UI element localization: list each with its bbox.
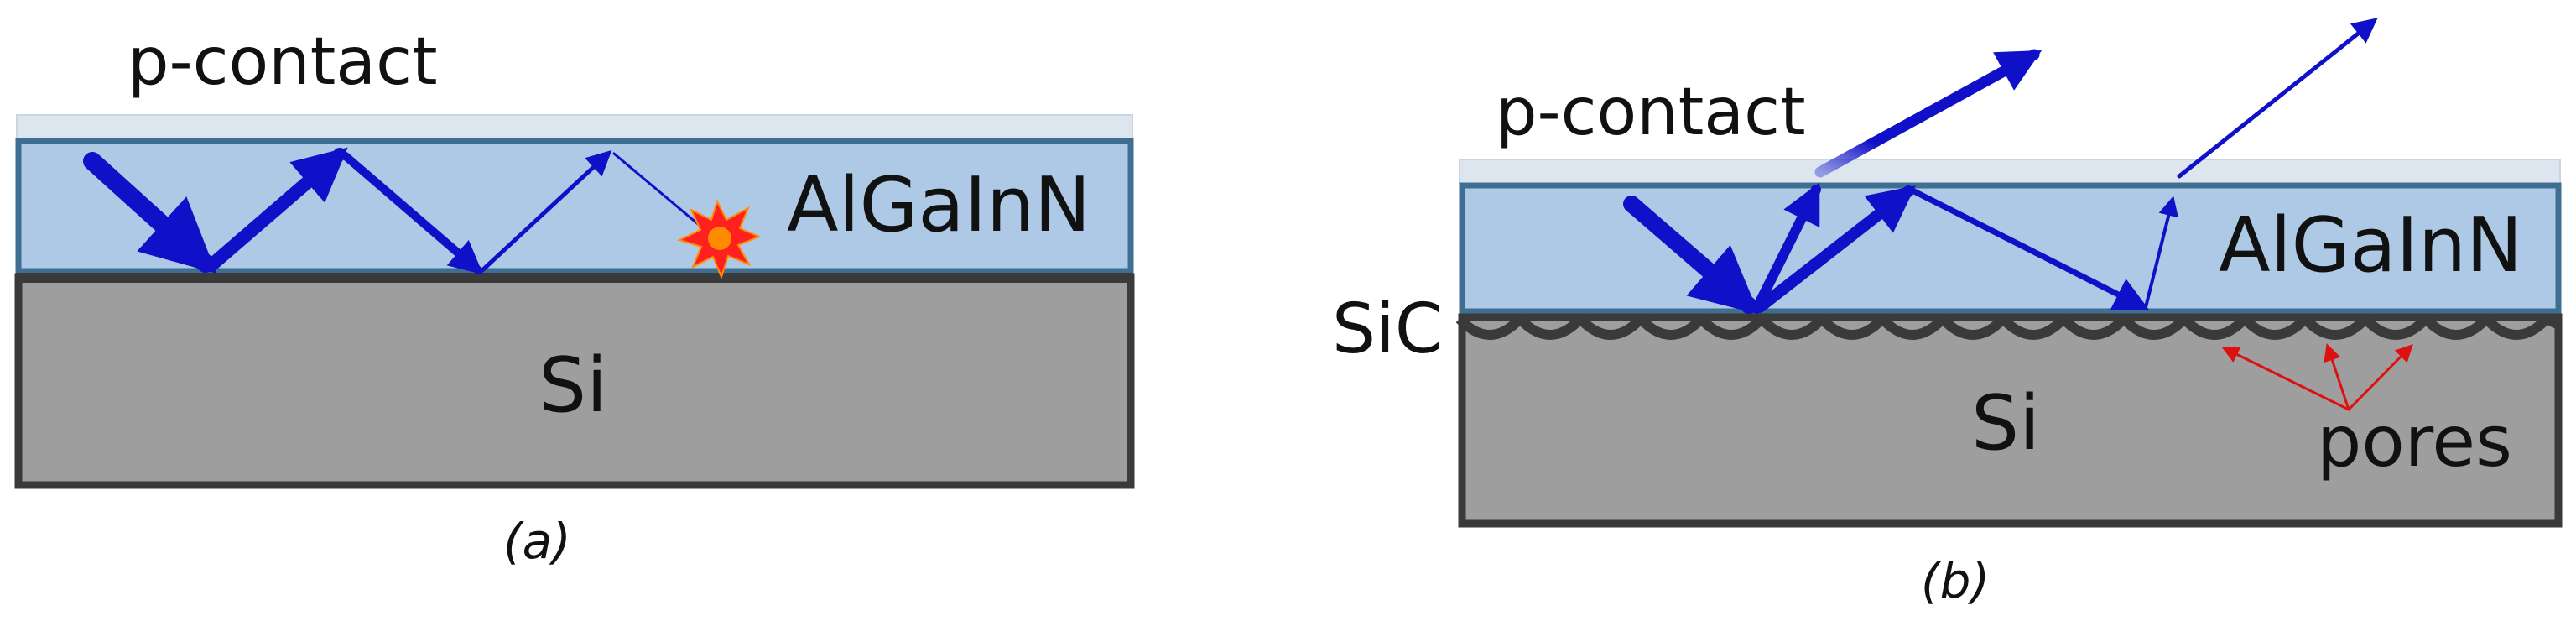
ray-segment xyxy=(205,147,348,272)
pores-arrow xyxy=(2221,347,2350,411)
pores-arrows xyxy=(2221,343,2413,411)
si-substrate xyxy=(1458,313,2563,528)
p-contact-layer xyxy=(1459,159,2561,185)
ray-segment xyxy=(480,149,612,273)
si-substrate xyxy=(14,273,1135,489)
caption-b: (b) xyxy=(1921,552,1990,609)
ray-segment xyxy=(2144,196,2178,309)
ray-segment xyxy=(1623,196,1760,315)
absorption-burst-icon xyxy=(677,199,762,279)
p-contact-label: p-contact xyxy=(127,24,438,100)
ray-segment xyxy=(1911,188,2150,310)
algainn-layer xyxy=(1459,182,2562,315)
pores-arrow xyxy=(2324,343,2350,411)
sic-label: SiC xyxy=(1332,290,1443,369)
pores-label: pores xyxy=(2317,400,2512,483)
ray-path xyxy=(83,147,716,275)
extracted-ray-segment xyxy=(1814,49,2043,178)
si-label: Si xyxy=(1971,379,2040,467)
porous-sic-interface xyxy=(1455,314,2563,340)
p-contact-layer xyxy=(16,114,1133,141)
p-contact-label: p-contact xyxy=(1496,75,1806,150)
panel-b: p-contact AlGaInN SiC Si pores (b) xyxy=(1332,18,2563,609)
ray-path xyxy=(1623,182,2178,315)
extracted-ray xyxy=(1814,18,2378,179)
si-label: Si xyxy=(539,342,607,430)
algainn-label: AlGaInN xyxy=(787,161,1090,249)
ray-segment xyxy=(1754,185,1916,313)
panel-a: p-contact AlGaInN Si (a) xyxy=(14,24,1135,570)
extracted-ray-segment xyxy=(2177,18,2378,179)
ray-segment xyxy=(341,152,484,275)
algainn-label: AlGaInN xyxy=(2219,201,2522,290)
caption-a: (a) xyxy=(503,513,571,570)
ray-segment xyxy=(1752,182,1821,312)
pores-arrow xyxy=(2347,344,2413,411)
ray-segment xyxy=(83,152,217,274)
